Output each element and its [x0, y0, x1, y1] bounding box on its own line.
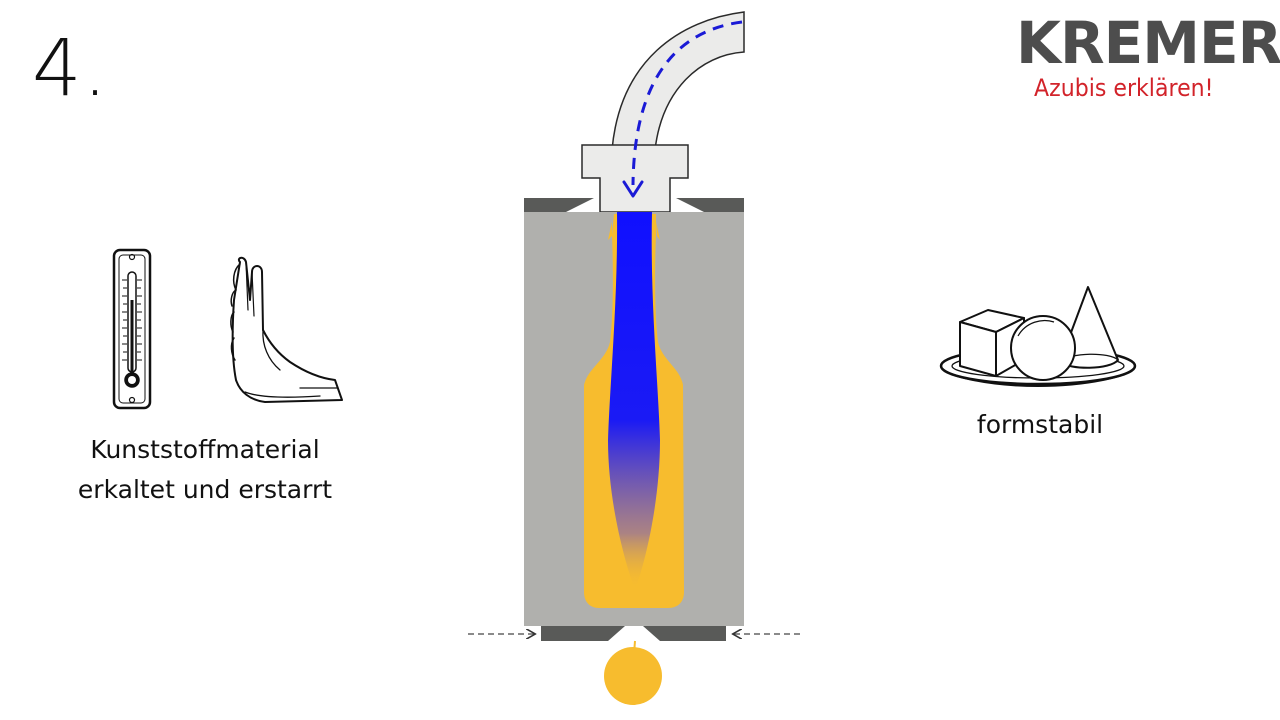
- mold-bottom-plate-left: [541, 626, 625, 641]
- brand-logo: KREMER Azubis erklären!: [1012, 12, 1280, 112]
- mold-top-plate-left: [524, 198, 594, 212]
- geometric-shapes-icon: [939, 286, 1137, 387]
- compressed-air-stream: [608, 212, 660, 590]
- logo-wordmark: KREMER: [1016, 9, 1280, 77]
- caption-cooling: Kunststoffmaterial erkaltet und erstarrt: [60, 430, 350, 510]
- blow-nozzle: [581, 144, 689, 213]
- mold-top-plate-right: [676, 198, 744, 212]
- caption-cooling-line1: Kunststoffmaterial: [90, 435, 320, 464]
- thermometer-icon: [112, 248, 152, 410]
- caption-stable: formstabil: [976, 410, 1104, 439]
- mold-bottom-plate-right: [643, 626, 726, 641]
- air-flow-arrow: [631, 20, 743, 186]
- air-supply-pipe: [611, 11, 745, 151]
- plastic-scrap-drop: [604, 640, 662, 705]
- step-number: 4.: [32, 24, 109, 114]
- logo-tagline: Azubis erklären!: [1034, 74, 1214, 102]
- caption-cooling-line2: erkaltet und erstarrt: [77, 475, 333, 504]
- stop-hand-icon: [230, 256, 343, 403]
